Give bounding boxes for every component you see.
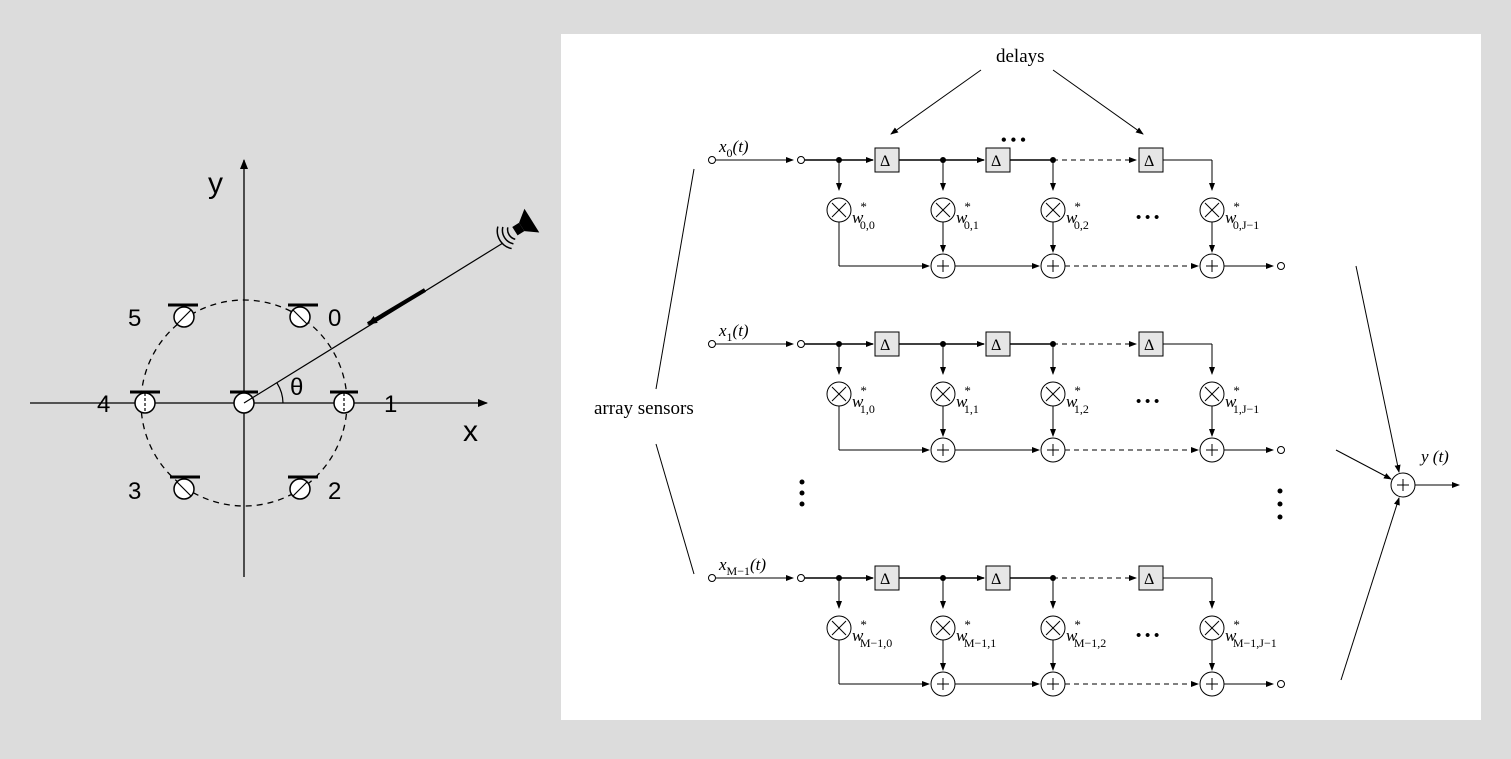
input-terminal-2 — [708, 574, 716, 582]
angle-label: θ — [290, 374, 303, 401]
output-summer — [1390, 472, 1416, 498]
input-label-1: x1(t) — [718, 321, 749, 344]
mic-2 — [288, 475, 318, 500]
array-sensors-label: array sensors — [594, 398, 694, 419]
multiplier-x2-1-1 — [935, 386, 951, 402]
multiplier-x2-0-0 — [831, 202, 847, 218]
input-terminal-0 — [708, 156, 716, 164]
input-terminal-1 — [708, 340, 716, 348]
input-node-1 — [797, 340, 805, 348]
tdl-row-2: xM−1(t) Δ Δ Δw*M−1,0 w*M−1,1 w*M−1,2 w*M−1,J−1… — [708, 555, 1285, 697]
delays-arrow-right — [1052, 69, 1144, 135]
weight-label-2-3: w*M−1,J−1 — [1225, 617, 1277, 650]
delay-symbol-0-1: Δ — [991, 153, 1001, 170]
weights-ellipsis-2: • • • — [1136, 628, 1159, 644]
mic-3 — [170, 475, 200, 500]
weight-label-1-1: w*1,1 — [956, 383, 979, 416]
x-axis-label: x — [463, 415, 478, 448]
multiplier-x2-2-2 — [1045, 620, 1061, 636]
multiplier-x2-1-0 — [831, 386, 847, 402]
incident-arrow — [366, 288, 427, 326]
vertical-ellipsis-right — [1277, 488, 1283, 520]
delay-symbol-1-0: Δ — [880, 337, 890, 354]
delay-symbol-0-0: Δ — [880, 153, 890, 170]
output-label: y (t) — [1419, 447, 1449, 466]
delay-box-0-1 — [985, 147, 1011, 173]
mic-label-4: 4 — [97, 391, 110, 418]
delays-label: delays — [996, 46, 1045, 67]
angle-arc — [276, 382, 284, 404]
mic-label-5: 5 — [128, 305, 141, 332]
input-node-2 — [797, 574, 805, 582]
weight-label-1-3: w*1,J−1 — [1225, 383, 1259, 416]
delay-box-1-2 — [1138, 331, 1164, 357]
beamformer-diagram: delays • • • array sensors x0(t) Δ Δ Δw*0,0… — [594, 46, 1460, 697]
delay-symbol-1-1: Δ — [991, 337, 1001, 354]
vertical-ellipsis-left — [799, 479, 805, 507]
speaker-icon — [496, 208, 540, 250]
mic-1 — [330, 390, 358, 414]
multiplier-x2-0-3 — [1204, 202, 1220, 218]
multiplier-x2-1-3 — [1204, 386, 1220, 402]
tdl-row-1: x1(t) Δ Δ Δw*1,0 w*1,1 w*1,2 w*1,J−1 • • • — [708, 321, 1285, 463]
delay-symbol-2-0: Δ — [880, 571, 890, 588]
multiplier-x2-2-0 — [831, 620, 847, 636]
array-sensors-brace-top — [655, 168, 695, 390]
multiplier-x2-1-2 — [1045, 386, 1061, 402]
delay-symbol-1-2: Δ — [1144, 337, 1154, 354]
mic-label-2: 2 — [328, 478, 341, 505]
multiplier-x2-0-1 — [935, 202, 951, 218]
sum-terminal-1 — [1277, 446, 1285, 454]
circular-array-diagram: y x 0 1 2 3 4 5 — [30, 159, 540, 577]
mic-0 — [288, 303, 318, 328]
mic-label-0: 0 — [328, 305, 341, 332]
weights-ellipsis-1: • • • — [1136, 394, 1159, 410]
input-label-0: x0(t) — [718, 137, 749, 160]
delay-symbol-2-1: Δ — [991, 571, 1001, 588]
mic-4 — [130, 390, 160, 414]
delay-symbol-2-2: Δ — [1144, 571, 1154, 588]
delay-box-2-1 — [985, 565, 1011, 591]
weight-label-0-1: w*0,1 — [956, 199, 979, 232]
array-sensors-brace-bottom — [655, 443, 695, 575]
weights-ellipsis-0: • • • — [1136, 210, 1159, 226]
circular-array-panel: y x 0 1 2 3 4 5 — [0, 0, 560, 754]
mic-label-1: 1 — [384, 391, 397, 418]
rowM-to-output — [1340, 497, 1400, 681]
sum-terminal-2 — [1277, 680, 1285, 688]
weight-label-2-1: w*M−1,1 — [956, 617, 996, 650]
input-node-0 — [797, 156, 805, 164]
y-axis-label: y — [208, 167, 223, 200]
weight-label-1-2: w*1,2 — [1066, 383, 1089, 416]
multiplier-x2-2-3 — [1204, 620, 1220, 636]
weight-label-0-3: w*0,J−1 — [1225, 199, 1259, 232]
weight-label-2-0: w*M−1,0 — [852, 617, 892, 650]
input-label-2: xM−1(t) — [718, 555, 766, 578]
multiplier-x2-2-1 — [935, 620, 951, 636]
mic-label-3: 3 — [128, 478, 141, 505]
weight-label-0-0: w*0,0 — [852, 199, 875, 232]
delay-symbol-0-2: Δ — [1144, 153, 1154, 170]
sum-terminal-0 — [1277, 262, 1285, 270]
weight-label-1-0: w*1,0 — [852, 383, 875, 416]
delays-arrow-left — [890, 69, 982, 135]
delay-box-0-2 — [1138, 147, 1164, 173]
tdl-row-0: x0(t) Δ Δ Δw*0,0 w*0,1 w*0,2 w*0,J−1 • • • — [708, 137, 1285, 279]
multiplier-x2-0-2 — [1045, 202, 1061, 218]
row0-to-output — [1355, 265, 1401, 473]
mic-5 — [168, 303, 198, 328]
weight-label-2-2: w*M−1,2 — [1066, 617, 1106, 650]
delay-box-1-0 — [874, 331, 900, 357]
delays-ellipsis: • • • — [1001, 132, 1026, 149]
delay-box-0-0 — [874, 147, 900, 173]
weight-label-0-2: w*0,2 — [1066, 199, 1089, 232]
row1-to-output — [1335, 449, 1392, 480]
delay-box-2-2 — [1138, 565, 1164, 591]
